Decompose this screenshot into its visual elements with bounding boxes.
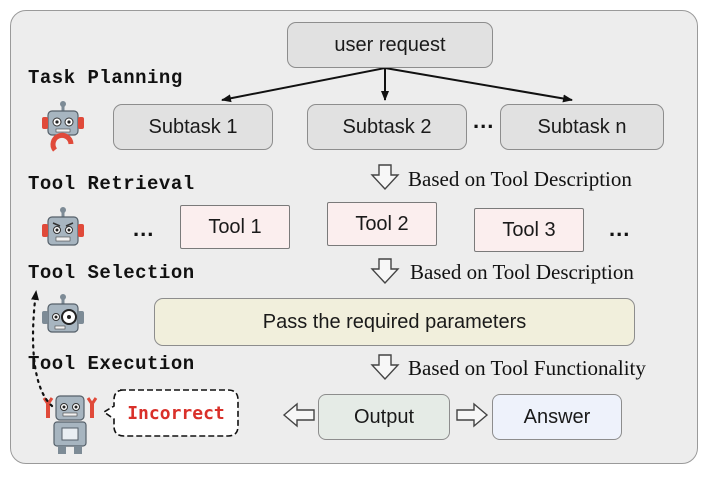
subtask-2-box: Subtask 2 bbox=[307, 104, 467, 150]
robot-retrieval-icon bbox=[42, 207, 84, 246]
stage-task-planning: Task Planning bbox=[28, 67, 183, 89]
output-box: Output bbox=[318, 394, 450, 440]
down-arrow-icon-selection bbox=[370, 258, 400, 285]
note-retrieval: Based on Tool Description bbox=[408, 167, 632, 191]
tool-3-box: Tool 3 bbox=[474, 208, 584, 252]
arrow-to-subtask-n bbox=[384, 67, 573, 103]
subtask-n-box: Subtask n bbox=[500, 104, 664, 150]
robot-selection-icon bbox=[42, 294, 84, 333]
note-selection: Based on Tool Description bbox=[410, 260, 634, 284]
answer-box: Answer bbox=[492, 394, 622, 440]
parameters-box: Pass the required parameters bbox=[154, 298, 635, 346]
tool-2-box: Tool 2 bbox=[327, 202, 437, 246]
robot-execution-icon bbox=[42, 395, 98, 454]
incorrect-callout bbox=[102, 389, 239, 437]
left-arrow-icon bbox=[282, 402, 315, 428]
subtask-ellipsis: ... bbox=[473, 108, 495, 133]
subtask-1-box: Subtask 1 bbox=[113, 104, 273, 150]
robot-planning-icon bbox=[42, 101, 84, 152]
tool-ellipsis-right: ... bbox=[609, 216, 631, 241]
note-execution: Based on Tool Functionality bbox=[408, 356, 646, 380]
tool-ellipsis-left: ... bbox=[133, 216, 155, 241]
incorrect-label: Incorrect bbox=[127, 402, 225, 424]
stage-tool-retrieval: Tool Retrieval bbox=[28, 173, 195, 195]
arrow-to-subtask-1 bbox=[221, 67, 386, 103]
down-arrow-icon-retrieval bbox=[370, 164, 400, 191]
stage-tool-selection: Tool Selection bbox=[28, 262, 195, 284]
stage-tool-execution: Tool Execution bbox=[28, 353, 195, 375]
down-arrow-icon-execution bbox=[370, 354, 400, 381]
tool-1-box: Tool 1 bbox=[180, 205, 290, 249]
user-request-box: user request bbox=[287, 22, 493, 68]
right-arrow-icon bbox=[456, 402, 489, 428]
